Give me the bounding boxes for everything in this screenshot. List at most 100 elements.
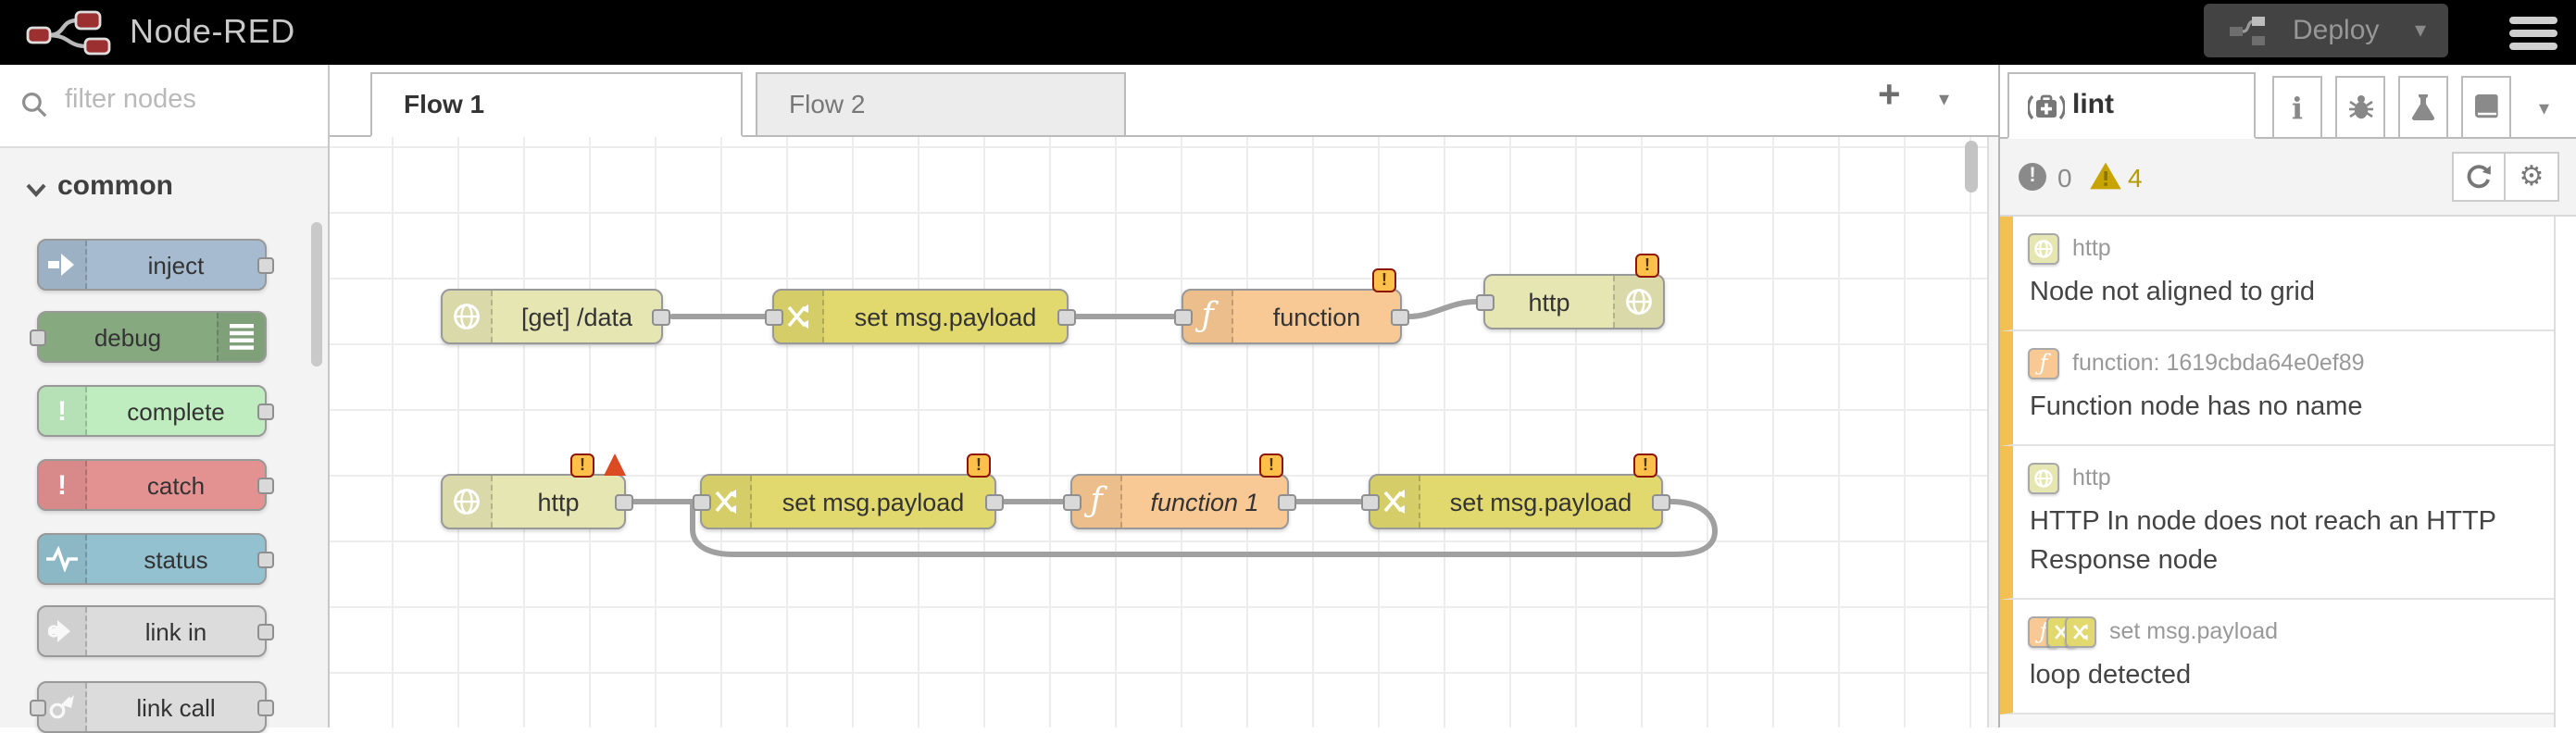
flow-node-change-1[interactable]: set msg.payload — [765, 289, 1076, 344]
output-port[interactable] — [985, 494, 1004, 511]
output-port[interactable] — [257, 552, 274, 568]
search-icon — [21, 92, 47, 118]
tab-docs[interactable] — [2461, 76, 2511, 139]
node-label: http — [1528, 288, 1570, 316]
tab-label: Flow 2 — [789, 89, 866, 118]
flow-node-http-in[interactable]: http ! — [441, 453, 633, 529]
lint-node-label: http — [2072, 465, 2111, 491]
http-in-node-chip — [2028, 462, 2059, 494]
output-port[interactable] — [1652, 494, 1670, 511]
output-port[interactable] — [1391, 309, 1409, 326]
lint-item-http-no-response[interactable]: http HTTP In node does not reach an HTTP… — [2000, 446, 2556, 601]
flow-node-change-2[interactable]: set msg.payload ! — [693, 453, 1004, 529]
tab-debug[interactable] — [2335, 76, 2385, 139]
workspace-tab-bar: Flow 1 Flow 2 + ▾ — [330, 65, 1998, 137]
output-port[interactable] — [257, 404, 274, 420]
http-in-node-chip — [2028, 232, 2059, 264]
palette-node-link-in[interactable]: link in — [37, 605, 274, 657]
flow-node-function[interactable]: ƒ function ! — [1174, 268, 1409, 344]
deploy-button[interactable]: Deploy ▾ — [2204, 4, 2448, 57]
tab-flow-1[interactable]: Flow 1 — [370, 72, 743, 137]
palette-node-catch[interactable]: ! catch — [37, 459, 274, 511]
node-label: function 1 — [1150, 488, 1259, 516]
lint-item-node-not-aligned[interactable]: http Node not aligned to grid — [2000, 217, 2556, 332]
lint-item-loop-detected[interactable]: ƒ set msg.payload loop detected — [2000, 600, 2556, 715]
input-port[interactable] — [1476, 294, 1494, 311]
palette-node-inject[interactable]: inject — [37, 239, 274, 291]
warning-badge-icon: ! — [570, 453, 594, 478]
info-icon: i — [2291, 90, 2304, 125]
deploy-label: Deploy — [2293, 15, 2380, 46]
canvas-vertical-scrollbar[interactable] — [1965, 141, 1978, 193]
flow-list-caret-icon[interactable]: ▾ — [1939, 89, 1950, 111]
palette-search[interactable] — [0, 65, 328, 148]
tab-label: Flow 1 — [404, 89, 485, 118]
palette-node-status[interactable]: status — [37, 533, 274, 585]
output-port[interactable] — [257, 478, 274, 494]
flow-node-function-1[interactable]: ƒ function 1 ! — [1063, 453, 1296, 529]
node-label: [get] /data — [520, 303, 633, 330]
tab-tests[interactable] — [2398, 76, 2448, 139]
add-flow-button[interactable]: + — [1878, 74, 1901, 117]
lint-issue-list: http Node not aligned to grid ƒ function… — [2000, 217, 2556, 727]
output-port[interactable] — [652, 309, 670, 326]
warning-badge-icon: ! — [1635, 254, 1659, 278]
warning-badge-icon: ! — [1372, 268, 1396, 292]
refresh-button[interactable] — [2452, 152, 2506, 202]
lint-item-function-no-name[interactable]: ƒ function: 1619cbda64e0ef89 Function no… — [2000, 331, 2556, 447]
flow-node-http-response[interactable]: http ! — [1476, 254, 1665, 329]
globe-icon — [2034, 468, 2053, 487]
main-menu-button[interactable] — [2509, 17, 2557, 49]
input-port[interactable] — [30, 329, 46, 346]
sidebar-tabs-caret-icon[interactable]: ▾ — [2539, 98, 2550, 120]
input-port[interactable] — [1063, 494, 1082, 511]
lint-node-label: http — [2072, 235, 2111, 261]
tab-lint[interactable]: lint — [2007, 72, 2256, 139]
lint-toolbar: ! 0 4 ⚙ — [2000, 139, 2576, 217]
tab-flow-2[interactable]: Flow 2 — [756, 72, 1126, 137]
input-port[interactable] — [30, 700, 46, 716]
bug-icon — [2348, 95, 2372, 119]
input-port[interactable] — [1361, 494, 1380, 511]
output-port[interactable] — [257, 624, 274, 640]
hamburger-icon — [2509, 17, 2557, 23]
refresh-icon — [2467, 165, 2491, 189]
node-label: http — [537, 488, 580, 516]
palette-node-label: catch — [146, 471, 206, 499]
palette-node-debug[interactable]: debug — [30, 311, 267, 363]
flow-node-change-3[interactable]: set msg.payload ! — [1361, 453, 1670, 529]
medkit-icon — [2028, 94, 2065, 120]
palette-category-common[interactable]: common — [0, 167, 328, 211]
output-port[interactable] — [615, 494, 633, 511]
lint-message: Function node has no name — [2030, 392, 2363, 423]
tab-info[interactable]: i — [2272, 76, 2322, 139]
error-count-icon: ! — [2019, 163, 2046, 191]
deploy-options-caret-icon[interactable]: ▾ — [2414, 17, 2426, 43]
lint-tab-label: lint — [2072, 89, 2114, 120]
output-port[interactable] — [257, 700, 274, 716]
node-label: set msg.payload — [782, 488, 965, 516]
node-red-logo — [26, 10, 111, 56]
flow-node-http-in-get-data[interactable]: [get] /data — [441, 289, 670, 344]
output-port[interactable] — [1278, 494, 1296, 511]
output-port[interactable] — [257, 257, 274, 274]
lint-message: HTTP In node does not reach an HTTP Resp… — [2030, 507, 2496, 577]
warning-count-icon — [2090, 162, 2121, 190]
input-port[interactable] — [765, 309, 783, 326]
input-port[interactable] — [1174, 309, 1193, 326]
settings-button[interactable]: ⚙ — [2506, 152, 2559, 202]
node-label: set msg.payload — [1449, 488, 1632, 516]
filter-nodes-input[interactable] — [61, 83, 306, 117]
palette-node-complete[interactable]: ! complete — [37, 385, 274, 437]
palette-scrollbar[interactable] — [311, 222, 322, 366]
deploy-nodes-icon — [2230, 17, 2265, 45]
flow-canvas[interactable]: [get] /data set msg.payload ƒ function !… — [330, 137, 1987, 727]
status-pulse-icon — [39, 535, 87, 583]
app-title: Node-RED — [130, 13, 295, 50]
palette-category-label: common — [57, 170, 174, 202]
input-port[interactable] — [693, 494, 711, 511]
node-label: function — [1272, 303, 1361, 330]
output-port[interactable] — [1057, 309, 1076, 326]
lint-list-scroll-gutter[interactable] — [2554, 217, 2576, 727]
palette-node-link-call[interactable]: link call — [30, 681, 274, 733]
